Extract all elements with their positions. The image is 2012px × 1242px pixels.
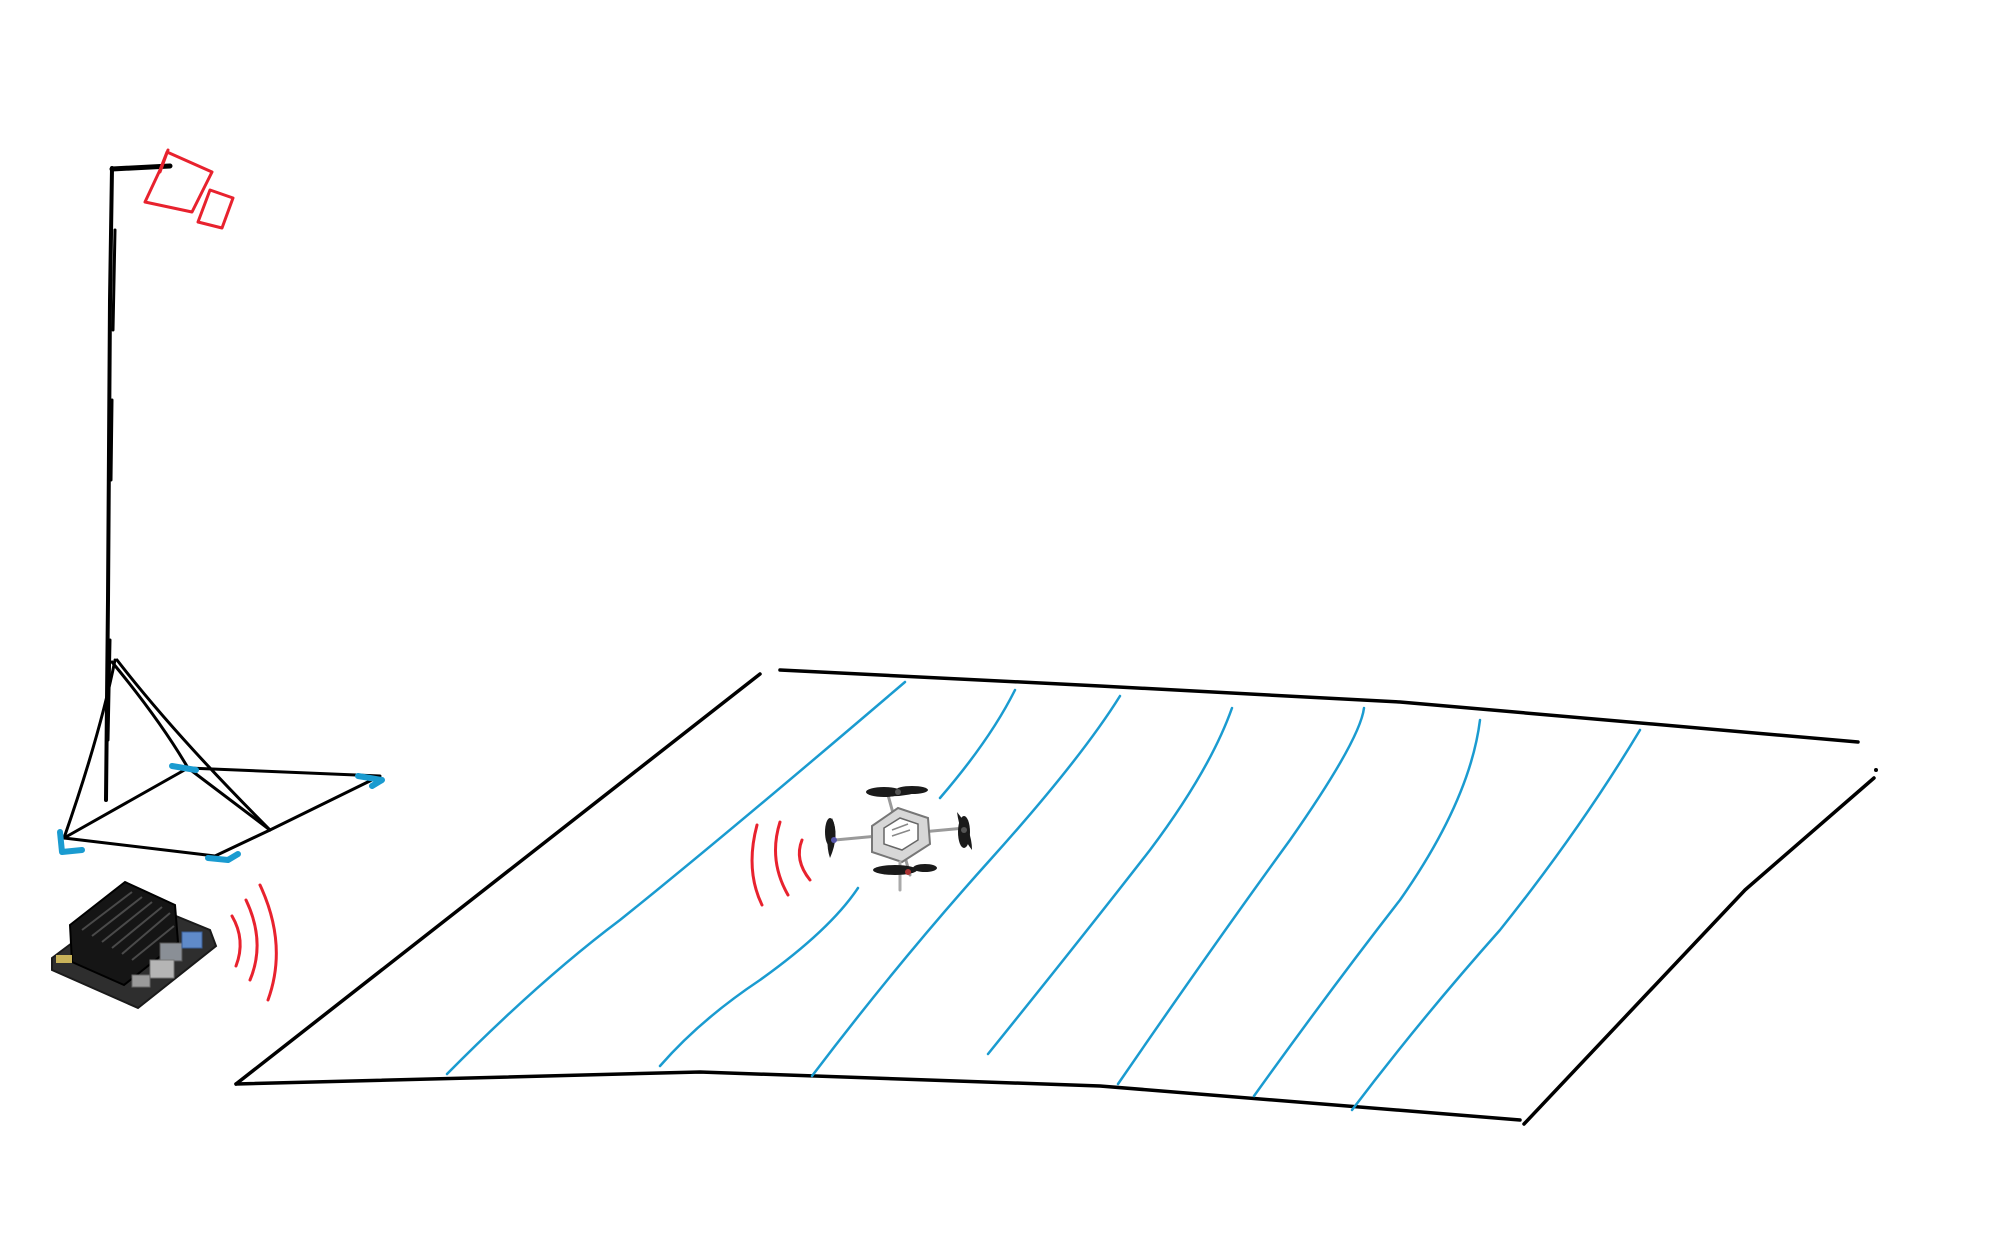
- tripod-mast-sketch: [104, 228, 117, 802]
- tripod-foot-back: [169, 763, 199, 773]
- board-port-eth: [149, 959, 175, 979]
- field-lane-3: [810, 694, 1122, 1078]
- field-lane-2-top: [938, 688, 1017, 800]
- board-port-usb1: [159, 942, 183, 962]
- compute-board-icon: [51, 880, 218, 1010]
- field-lane-2: [658, 886, 860, 1068]
- drone-icon: [825, 786, 972, 892]
- field-lane-5: [1116, 706, 1366, 1086]
- tripod: [57, 148, 385, 863]
- field-lane-6: [1252, 718, 1482, 1098]
- field-lane-7: [1350, 728, 1642, 1112]
- camera-icon: [143, 148, 235, 230]
- board-signal-waves: [230, 883, 278, 1002]
- tripod-leg-left: [62, 658, 117, 840]
- field-lane-1: [445, 680, 907, 1076]
- tripod-leg-right: [115, 658, 272, 832]
- board-port-usb2: [181, 931, 203, 949]
- tripod-leg-back: [110, 660, 190, 770]
- field-lane-4: [986, 706, 1234, 1056]
- tripod-foot-left: [57, 829, 85, 855]
- drone-signal-waves: [750, 820, 812, 907]
- field: [234, 668, 1878, 1126]
- board-port-hdmi: [131, 974, 151, 988]
- tripod-base: [62, 766, 382, 858]
- tripod-mast: [104, 166, 114, 802]
- tripod-foot-right: [355, 773, 385, 789]
- field-outline: [234, 672, 762, 1086]
- tripod-foot-front: [205, 851, 241, 863]
